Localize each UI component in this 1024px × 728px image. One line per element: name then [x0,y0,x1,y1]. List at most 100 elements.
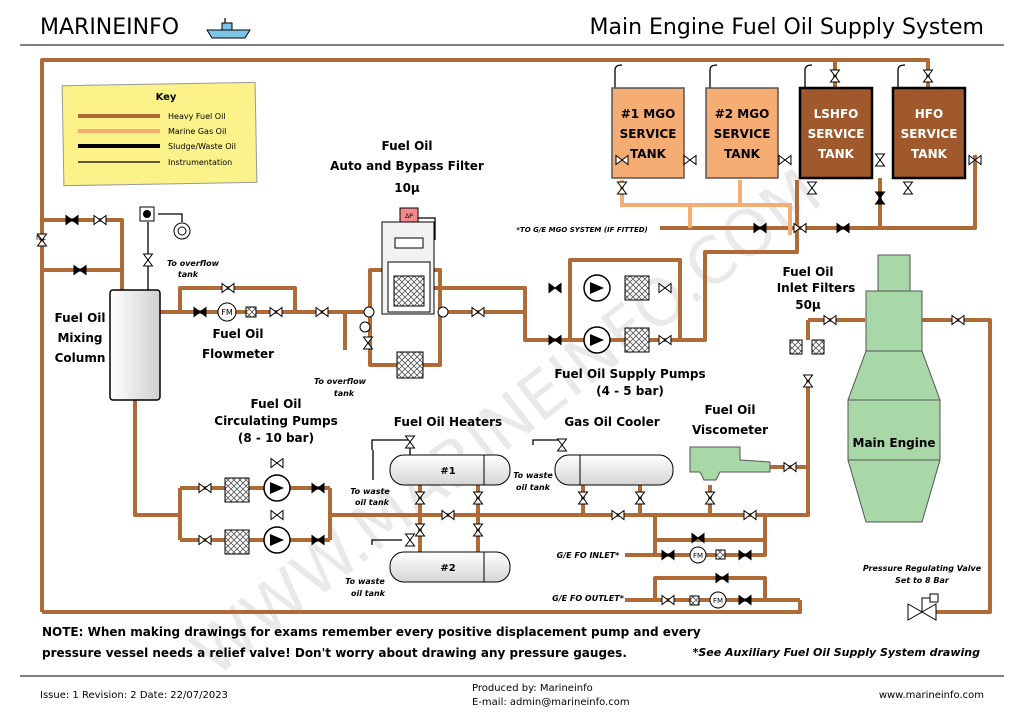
valve-icon [93,214,107,226]
valve-icon [836,222,850,234]
tank-hfo: HFO SERVICE TANK [891,86,967,180]
auto-filter-label: Fuel Oil [382,139,433,153]
viscometer [689,446,771,481]
heater-1: #1 [389,454,511,486]
svg-text:TANK: TANK [818,147,855,161]
valve-icon [404,435,416,449]
mixing-column-label: Mixing [57,331,102,345]
svg-text:#2 MGO: #2 MGO [715,107,770,121]
valve-icon [404,533,416,547]
valve-icon [615,154,629,166]
valve-icon [829,69,841,83]
valve-icon [968,154,982,166]
svg-text:LSHFO: LSHFO [814,107,859,121]
legend-key: Key Heavy Fuel Oil Marine Gas Oil Sludge… [61,81,258,187]
auto-bypass-filter: ΔP [381,207,435,315]
valve-icon [823,314,837,326]
valve-icon [743,509,757,521]
contact-email: E-mail: admin@marineinfo.com [472,697,630,708]
flowmeter-label: Fuel Oil [213,327,264,341]
tank-mgo-2: #2 MGO SERVICE TANK [705,87,779,179]
supply-pumps-label: Fuel Oil Supply Pumps [554,367,705,381]
level-switch-float-icon [143,210,151,218]
valve-icon [806,181,818,195]
sight-glass-inner-icon [177,226,187,236]
valve-icon [922,69,934,83]
ship-logo-icon [206,18,251,39]
svg-text:SERVICE: SERVICE [714,127,771,141]
valve-icon [793,222,807,234]
flowmeter-icon [217,302,237,322]
valve-icon [874,191,886,205]
supply-pumps-label: (4 - 5 bar) [596,384,664,398]
valve-icon [783,461,797,473]
valve-icon [36,233,48,247]
circ-pump-2 [224,526,291,555]
legend-label: Heavy Fuel Oil [168,112,226,121]
brand-name: MARINEINFO [40,15,179,40]
valve-icon [198,482,212,494]
legend-label: Instrumentation [168,158,232,167]
viscometer-label: Viscometer [692,423,768,437]
legend-note-paper [61,81,258,187]
main-engine-label: Main Engine [853,436,936,450]
valve-icon [658,282,672,294]
waste-note: oil tank [516,483,551,492]
supply-pump-2 [583,326,650,354]
viscometer-label: Fuel Oil [705,403,756,417]
overflow-note: tank [334,389,355,398]
valve-icon [414,491,426,505]
valve-icon [221,282,235,294]
valve-icon [902,181,914,195]
three-way-valve-icon [437,306,449,318]
strainer-icon [689,595,700,606]
waste-note: oil tank [351,589,386,598]
valve-icon [315,306,329,318]
svg-text:#1 MGO: #1 MGO [621,107,676,121]
valve-icon [311,534,325,546]
produced-by: Produced by: Marineinfo [472,683,593,694]
sight-glass-icon [173,222,191,240]
valve-icon [193,306,207,318]
three-way-valve-icon [363,306,375,318]
inlet-filters-label: 50µ [795,298,821,312]
valve-icon [471,306,485,318]
circ-pumps-label: (8 - 10 bar) [238,431,314,445]
page-title: Main Engine Fuel Oil Supply System [590,15,984,40]
valve-icon [704,491,716,505]
valve-icon [874,153,886,167]
valve-icon [548,334,562,346]
valve-icon [362,336,374,350]
auto-filter-label: 10µ [394,181,420,195]
svg-text:SERVICE: SERVICE [901,127,958,141]
svg-text:TANK: TANK [911,147,948,161]
valve-set [36,69,982,606]
valve-icon [661,594,675,606]
cooler-label: Gas Oil Cooler [564,415,659,429]
valve-icon [611,509,625,521]
waste-note: oil tank [355,498,390,507]
valve-icon [778,154,792,166]
svg-text:TANK: TANK [630,147,667,161]
svg-text:#1: #1 [440,466,455,477]
valve-icon [441,509,455,521]
flowmeter-label: Flowmeter [202,347,274,361]
svg-text:SERVICE: SERVICE [620,127,677,141]
valve-icon [683,154,697,166]
valve-icon [753,222,767,234]
valve-icon [472,491,484,505]
valve-icon [715,572,729,584]
dp-label: ΔP [405,213,413,220]
heaters-label: Fuel Oil Heaters [394,415,502,429]
heater-2: #2 [389,551,511,583]
bypass-filter-icon [396,351,424,379]
hfo-pipework [40,58,992,614]
valve-icon [634,491,646,505]
exam-note-line-2: pressure vessel needs a relief valve! Do… [42,646,627,660]
fm-label: FM [693,552,703,560]
valve-icon [556,438,568,452]
mixing-column-label: Column [55,351,106,365]
valve-icon [270,509,284,521]
svg-text:SERVICE: SERVICE [808,127,865,141]
